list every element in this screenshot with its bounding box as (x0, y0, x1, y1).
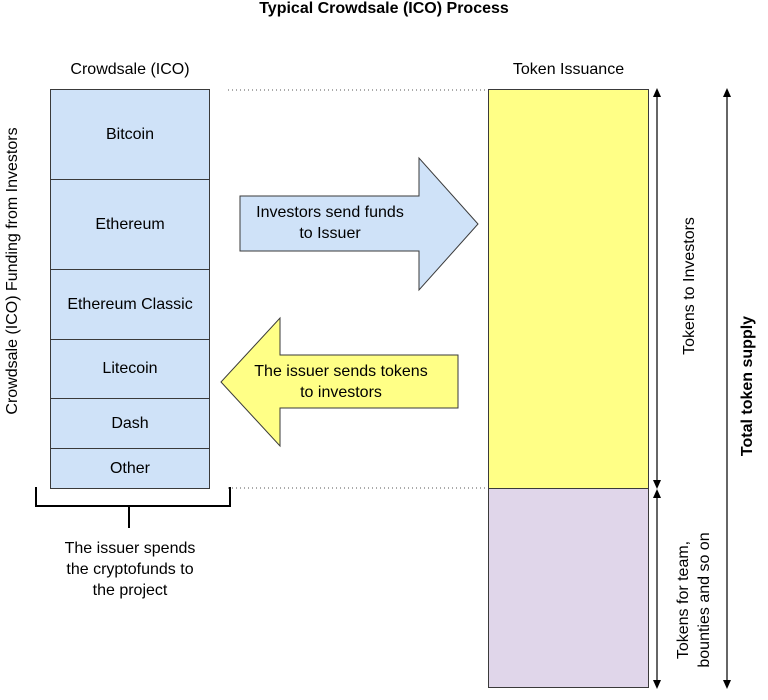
crowdsale-heading: Crowdsale (ICO) (70, 61, 190, 78)
spend-note-line3: the project (92, 582, 168, 599)
token-heading: Token Issuance (512, 61, 625, 78)
team-arrowhead-up (653, 489, 661, 498)
tokens-for-team-block (488, 488, 649, 688)
spend-note: The issuer spends the cryptofunds to the… (30, 538, 230, 601)
crypto-cell-bitcoin: Bitcoin (50, 89, 210, 180)
send-funds-line2: to Issuer (299, 225, 361, 242)
investors-arrowhead-up (653, 88, 661, 97)
investors-arrowhead-down (653, 480, 661, 489)
send-tokens-arrow (220, 316, 459, 448)
total-arrowhead-up (723, 88, 731, 97)
spend-note-line2: the cryptofunds to (66, 561, 194, 578)
crypto-cell-ethereum-classic: Ethereum Classic (50, 269, 210, 340)
crypto-cell-other: Other (50, 448, 210, 489)
total-token-supply-label: Total token supply (739, 315, 756, 457)
spend-note-line1: The issuer spends (64, 540, 196, 557)
send-funds-line1: Investors send funds (256, 204, 404, 221)
tokens-to-investors-label: Tokens to Investors (681, 217, 698, 355)
send-tokens-line2: to investors (300, 384, 382, 401)
team-arrowhead-down (653, 680, 661, 689)
crypto-cell-dash: Dash (50, 398, 210, 449)
send-tokens-text: The issuer sends tokens to investors (236, 361, 446, 403)
team-label-line2: bounties and so on (696, 532, 713, 668)
send-funds-arrow (239, 156, 479, 292)
send-funds-text: Investors send funds to Issuer (240, 202, 420, 244)
spend-brace (35, 487, 231, 507)
team-label-line1: Tokens for team, (675, 540, 692, 660)
crypto-cell-litecoin: Litecoin (50, 339, 210, 399)
crypto-cell-ethereum: Ethereum (50, 179, 210, 270)
tokens-for-team-label: Tokens for team, bounties and so on (673, 500, 715, 700)
send-tokens-line1: The issuer sends tokens (254, 363, 428, 380)
diagram-title: Typical Crowdsale (ICO) Process (259, 0, 509, 17)
total-arrowhead-down (723, 680, 731, 689)
